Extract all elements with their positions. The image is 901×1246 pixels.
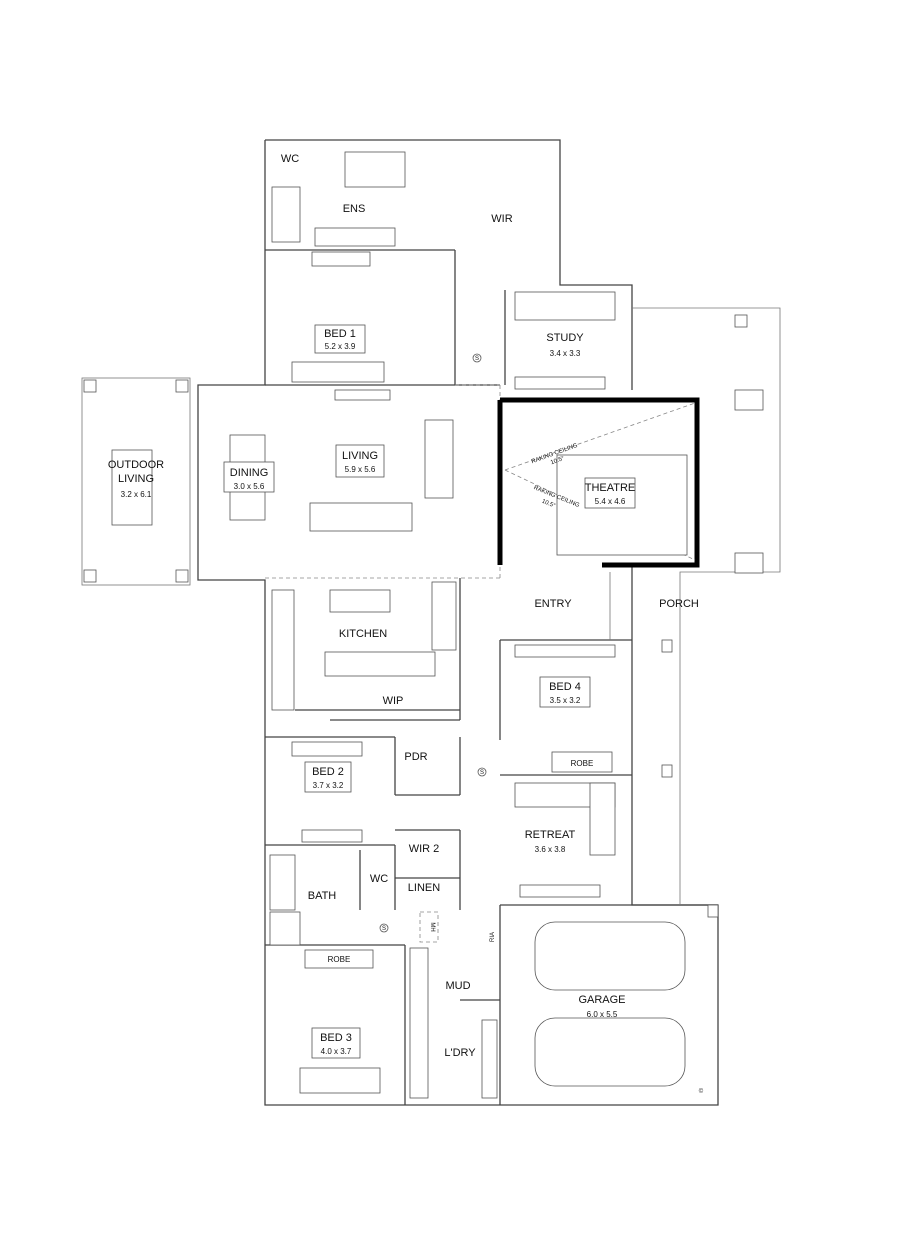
walls [197, 139, 719, 1106]
bed3-dims: 4.0 x 3.7 [321, 1047, 352, 1056]
smoke-detector-1: S [475, 356, 479, 362]
bath-label: BATH [308, 890, 337, 902]
theatre-dims: 5.4 x 4.6 [595, 497, 626, 506]
wir-label: WIR [491, 213, 512, 225]
smoke-detector-2: S [480, 770, 484, 776]
robe-label-bed4: ROBE [571, 759, 594, 768]
outdoor-label-2: LIVING [118, 473, 154, 485]
laundry-label: L'DRY [444, 1047, 476, 1059]
dining-dims: 3.0 x 5.6 [234, 482, 265, 491]
manhole-label: MH [429, 922, 435, 931]
pitch-label-1: 10.5° [550, 456, 566, 467]
smoke-detector-3: S [382, 926, 386, 932]
bed4-dims: 3.5 x 3.2 [550, 696, 581, 705]
ens-label: ENS [343, 203, 366, 215]
ria-label: RIA [490, 932, 496, 942]
retreat-dims: 3.6 x 3.8 [535, 845, 566, 854]
garage-label: GARAGE [578, 994, 625, 1006]
bed1-label: BED 1 [324, 328, 356, 340]
pdr-label: PDR [404, 751, 427, 763]
bed4-label: BED 4 [549, 681, 581, 693]
wc2-label: WC [370, 873, 388, 885]
linen-label: LINEN [408, 882, 440, 894]
study-dims: 3.4 x 3.3 [550, 349, 581, 358]
mud-label: MUD [445, 980, 470, 992]
pitch-label-2: 10.5° [541, 499, 557, 510]
smoke-detectors: S S S [379, 353, 487, 933]
outdoor-structure [81, 307, 781, 918]
living-dims: 5.9 x 5.6 [345, 465, 376, 474]
wc1-label: WC [281, 153, 299, 165]
retreat-label: RETREAT [525, 829, 576, 841]
outdoor-dims: 3.2 x 6.1 [121, 490, 152, 499]
theatre-label: THEATRE [585, 482, 636, 494]
living-label: LIVING [342, 450, 378, 462]
furniture [111, 151, 686, 1099]
porch-label: PORCH [659, 598, 699, 610]
dining-label: DINING [230, 467, 269, 479]
kitchen-label: KITCHEN [339, 628, 387, 640]
room-labels: WC ENS WIR BED 1 5.2 x 3.9 STUDY 3.4 x 3… [108, 153, 704, 1095]
bed3-label: BED 3 [320, 1032, 352, 1044]
wip-label: WIP [383, 695, 404, 707]
garage-dims: 6.0 x 5.5 [587, 1010, 618, 1019]
bed2-label: BED 2 [312, 766, 344, 778]
bed1-dims: 5.2 x 3.9 [325, 342, 356, 351]
study-label: STUDY [546, 332, 584, 344]
copyright-mark: © [699, 1088, 704, 1095]
bed2-dims: 3.7 x 3.2 [313, 781, 344, 790]
wir2-label: WIR 2 [409, 843, 440, 855]
entry-label: ENTRY [534, 598, 572, 610]
robe-label-bed3: ROBE [328, 955, 351, 964]
outdoor-label: OUTDOOR [108, 459, 164, 471]
